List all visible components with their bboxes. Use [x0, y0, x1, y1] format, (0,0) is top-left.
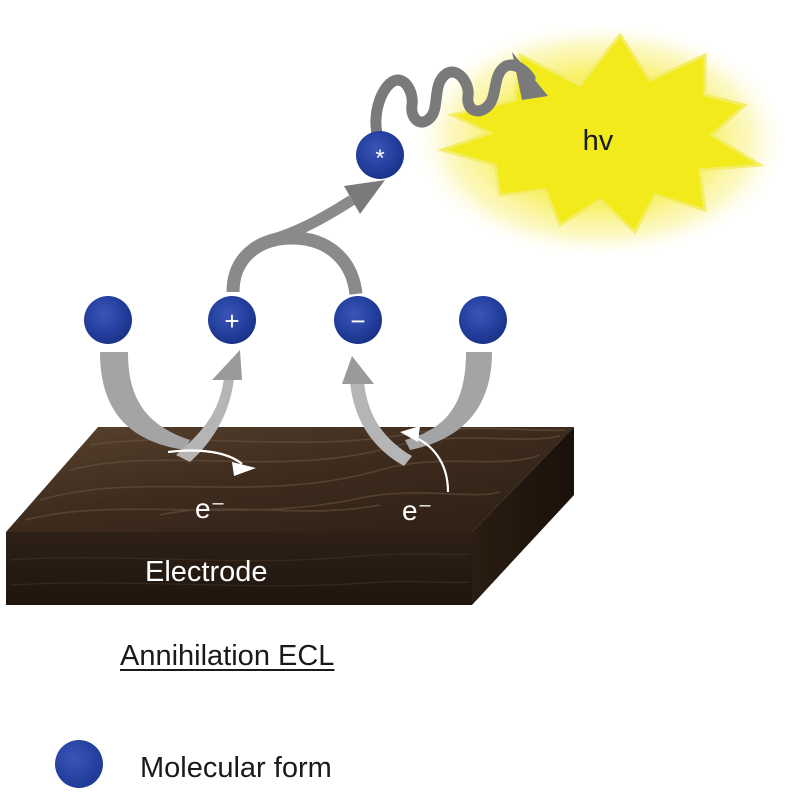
molecule-neutral-left [84, 296, 132, 344]
emission-arrowhead-icon [512, 52, 548, 100]
left-down-arrow-icon [100, 352, 190, 450]
light-emission: hv [410, 20, 790, 260]
light-label: hv [583, 125, 614, 157]
wavy-line-icon [370, 59, 536, 144]
electron-label-left: e⁻ [195, 493, 225, 524]
legend-label: Molecular form [140, 752, 332, 784]
anion-sign: − [350, 306, 365, 336]
arc-arrowhead-icon [344, 180, 385, 214]
electron-label-right: e⁻ [402, 495, 432, 526]
molecule-neutral-right [459, 296, 507, 344]
annihilation-arrow [226, 180, 385, 296]
arc-line-icon [226, 231, 363, 296]
left-up-arrow-icon [176, 378, 234, 462]
excited-sign: * [375, 145, 384, 172]
electrode-front [6, 532, 472, 605]
left-up-arrowhead-icon [212, 350, 242, 380]
electrode: Electrode [6, 427, 574, 605]
legend-molecule-icon [55, 740, 103, 788]
arc-branch-icon [268, 195, 355, 246]
left-electron-path-icon [167, 449, 243, 465]
emission-arrow [370, 52, 548, 144]
diagram-title: Annihilation ECL [120, 640, 335, 672]
molecule-cation: + [208, 296, 256, 344]
molecule-anion: − [334, 296, 382, 344]
electrode-label: Electrode [145, 556, 268, 588]
electron-paths: e⁻ e⁻ [167, 426, 450, 526]
molecule-excited: * [356, 131, 404, 179]
right-down-arrow-icon [350, 382, 412, 466]
electron-transfer-arrows [100, 350, 492, 466]
front-grain [9, 553, 471, 587]
right-curve-arrow-icon [405, 352, 492, 450]
electrode-side [472, 427, 574, 605]
left-electron-arrowhead-icon [232, 462, 256, 476]
electrode-top [6, 427, 574, 532]
cation-sign: + [224, 306, 239, 336]
right-electron-arrowhead-icon [400, 426, 420, 442]
right-down-arrowhead-icon [342, 356, 374, 384]
